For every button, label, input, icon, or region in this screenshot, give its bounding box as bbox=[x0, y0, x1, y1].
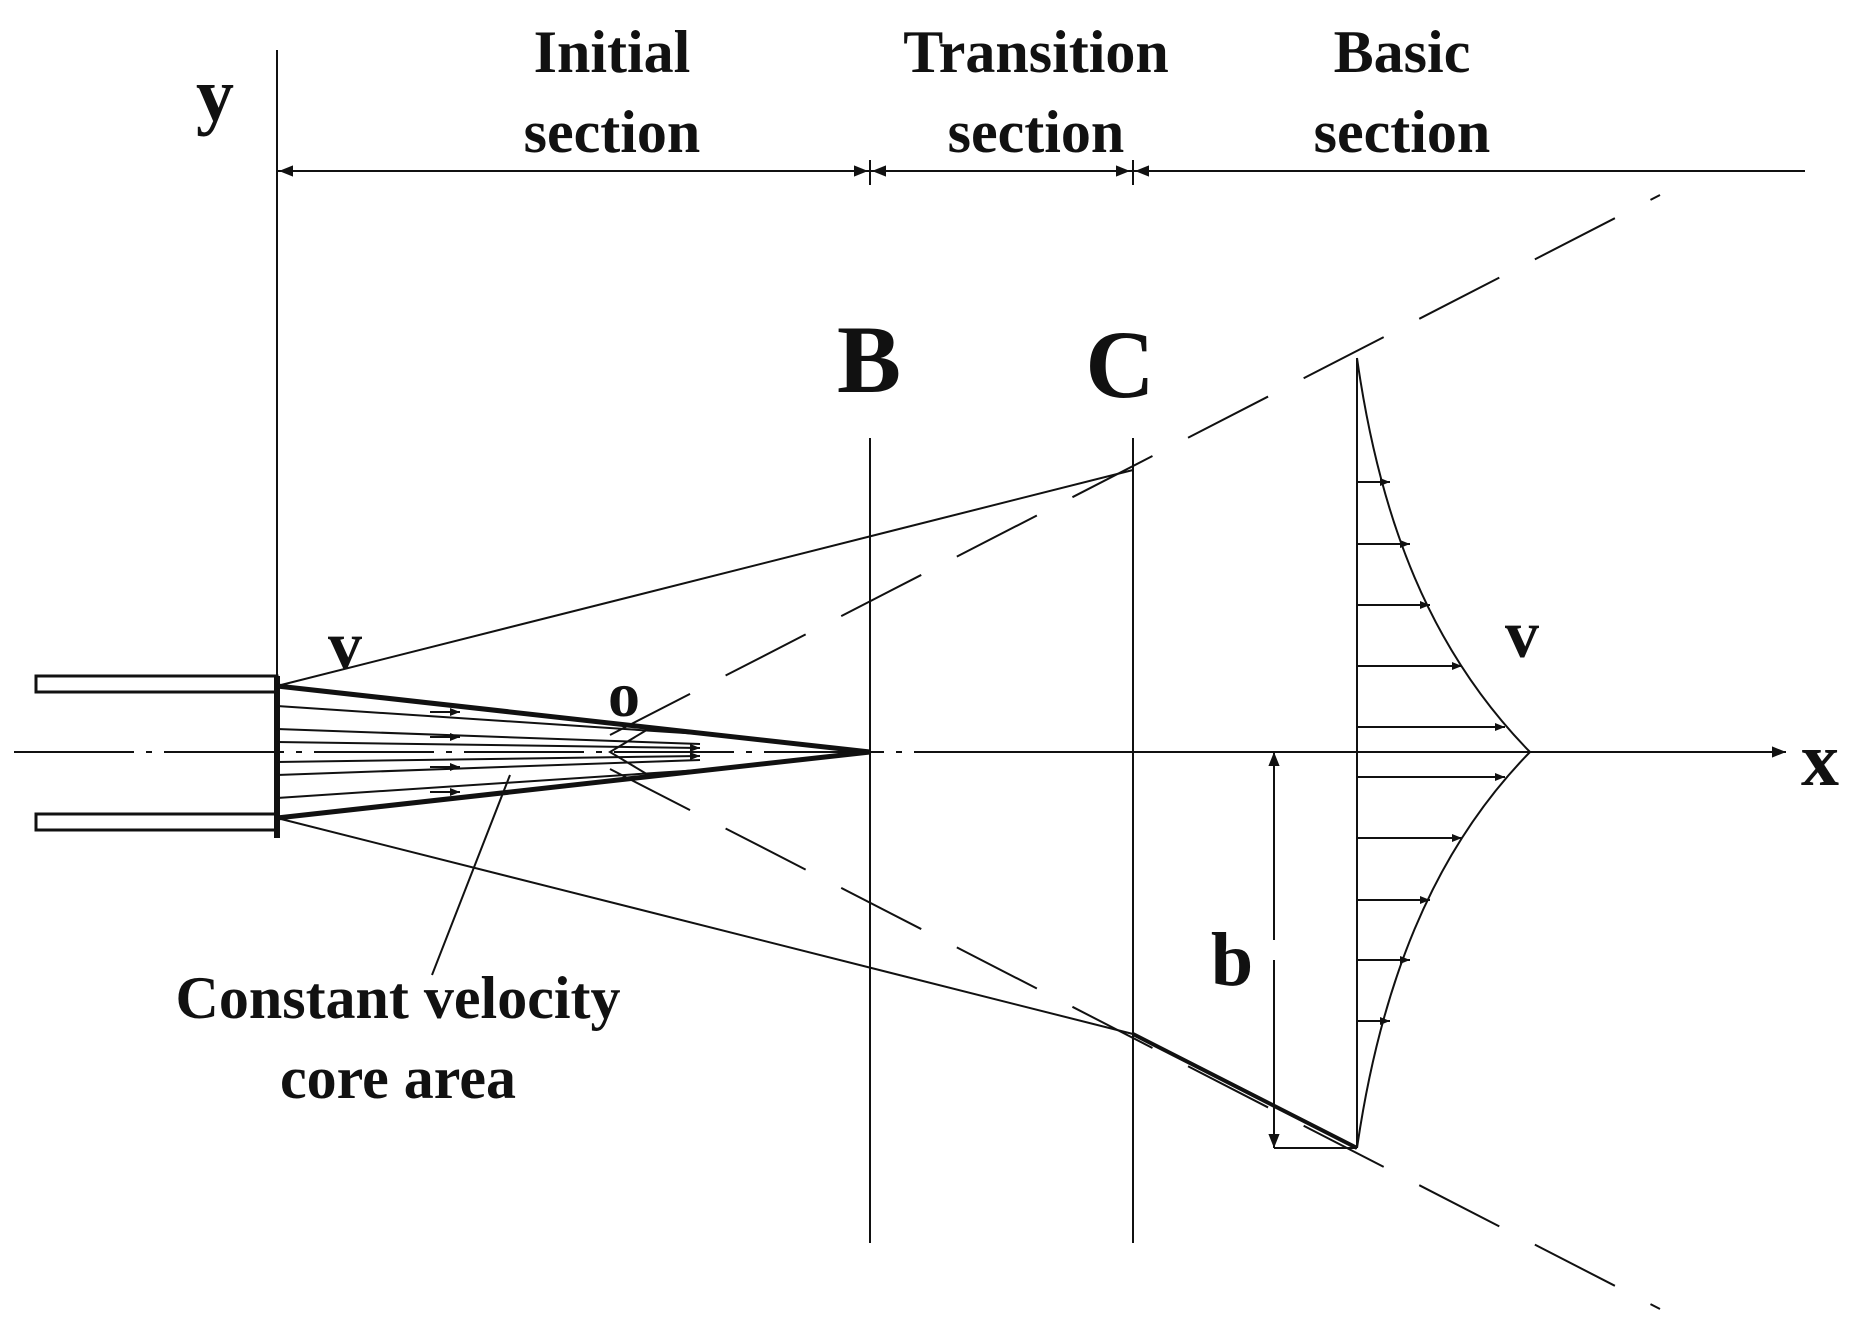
section-dimension-line bbox=[277, 160, 1805, 185]
half-width-label: b bbox=[1211, 918, 1253, 1002]
transition-section-label-2: section bbox=[948, 99, 1125, 165]
initial-section-label-1: Initial bbox=[534, 19, 691, 85]
section-b-label: B bbox=[837, 306, 901, 413]
half-width-dimension bbox=[1268, 751, 1357, 1149]
section-c-label: C bbox=[1085, 311, 1154, 418]
pole-point bbox=[608, 727, 651, 777]
jet-outer-boundary bbox=[276, 469, 1358, 1150]
basic-section-label-1: Basic bbox=[1334, 19, 1471, 85]
asymptote-lines bbox=[609, 194, 1661, 1310]
nozzle bbox=[34, 674, 280, 838]
x-axis-label: x bbox=[1801, 718, 1839, 802]
velocity-label-left: v bbox=[328, 607, 362, 683]
pole-label: o bbox=[608, 659, 640, 730]
core-area-label-1: Constant velocity bbox=[176, 965, 621, 1031]
transition-section-label-1: Transition bbox=[903, 19, 1169, 85]
core-area-label-2: core area bbox=[280, 1045, 516, 1111]
velocity-label-right: v bbox=[1505, 596, 1539, 672]
basic-section-label-2: section bbox=[1314, 99, 1491, 165]
core-area bbox=[276, 683, 871, 976]
core-leader-line bbox=[431, 774, 511, 976]
initial-section-label-2: section bbox=[524, 99, 701, 165]
y-axis-label: y bbox=[196, 53, 234, 137]
